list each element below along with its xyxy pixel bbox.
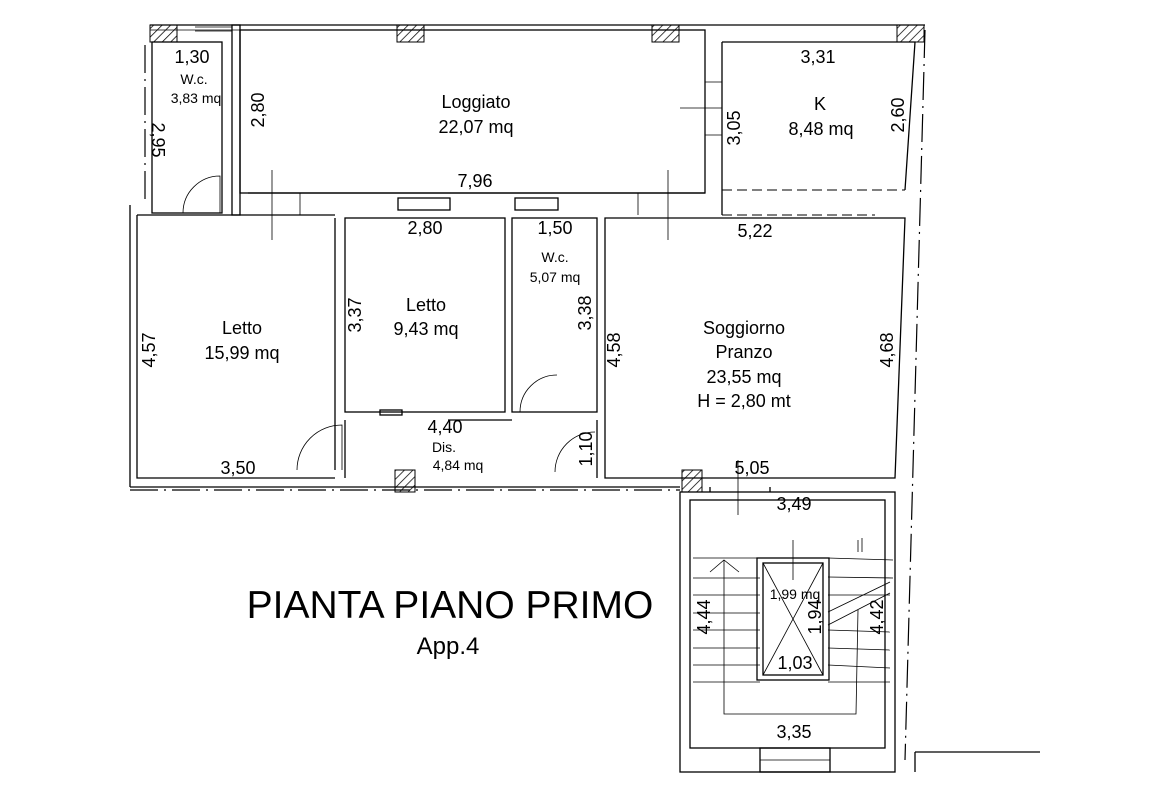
room-area-soggiorno: 23,55 mq [706, 367, 781, 387]
dim-letto1-width: 3,50 [220, 458, 255, 478]
dim-soggiorno-depth-right: 4,68 [877, 332, 897, 367]
room-area-wc2: 5,07 mq [530, 269, 581, 285]
dim-soggiorno-depth-left: 4,58 [604, 332, 624, 367]
labels: 1,30 W.c. 3,83 mq 2,95 Loggiato 22,07 mq… [139, 47, 908, 742]
room-area-dis: 4,84 mq [433, 457, 484, 473]
dim-letto2-depth: 3,37 [345, 297, 365, 332]
dim-stair-right: 4,42 [867, 599, 887, 634]
room-name-loggiato: Loggiato [441, 92, 510, 112]
dim-k-width: 3,31 [800, 47, 835, 67]
pillar [681, 469, 703, 493]
room-area-wc1: 3,83 mq [171, 90, 222, 106]
dim-wc1-width: 1,30 [174, 47, 209, 67]
room-area-letto1: 15,99 mq [204, 343, 279, 363]
dim-wc2-depth: 3,38 [575, 295, 595, 330]
pillar [394, 469, 416, 493]
dim-stair-top: 3,49 [776, 494, 811, 514]
room-area-letto2: 9,43 mq [393, 319, 458, 339]
staircase [693, 538, 894, 715]
room-name-soggiorno: Soggiorno [703, 318, 785, 338]
dim-k-depth-left: 3,05 [724, 110, 744, 145]
plan-subtitle: App.4 [417, 633, 480, 660]
room-name-dis: Dis. [432, 439, 456, 455]
room-name-letto1: Letto [222, 318, 262, 338]
walls [129, 24, 1040, 773]
dim-wc1-depth: 2,95 [148, 122, 168, 157]
pillar [651, 24, 680, 43]
dim-loggiato-width: 7,96 [457, 171, 492, 191]
dim-letto2-width: 2,80 [407, 218, 442, 238]
dim-loggiato-depth: 2,80 [248, 92, 268, 127]
room-name-pranzo: Pranzo [715, 342, 772, 362]
room-name-letto2: Letto [406, 295, 446, 315]
dim-dis-door: 1,10 [576, 431, 596, 466]
dim-dis-width: 4,40 [427, 417, 462, 437]
pillar [396, 24, 425, 43]
room-name-wc1: W.c. [180, 71, 207, 87]
dim-letto1-depth: 4,57 [139, 332, 159, 367]
dim-wc2-width: 1,50 [537, 218, 572, 238]
room-area-k: 8,48 mq [788, 119, 853, 139]
lift-area: 1,99 mq [770, 586, 821, 602]
dim-soggiorno-width-top: 5,22 [737, 221, 772, 241]
plan-title: PIANTA PIANO PRIMO [247, 584, 654, 627]
dim-stair-bottom: 3,35 [776, 722, 811, 742]
room-height-soggiorno: H = 2,80 mt [697, 391, 791, 411]
pillar [149, 24, 178, 43]
dim-k-depth-right: 2,60 [888, 97, 908, 132]
room-area-loggiato: 22,07 mq [438, 117, 513, 137]
pillar [896, 24, 925, 43]
room-name-k: K [814, 94, 826, 114]
dim-lift-depth: 1,94 [805, 599, 825, 634]
dim-soggiorno-width-bottom: 5,05 [734, 458, 769, 478]
dim-lift-width: 1,03 [777, 653, 812, 673]
room-name-wc2: W.c. [541, 249, 568, 265]
dim-stair-left: 4,44 [694, 599, 714, 634]
